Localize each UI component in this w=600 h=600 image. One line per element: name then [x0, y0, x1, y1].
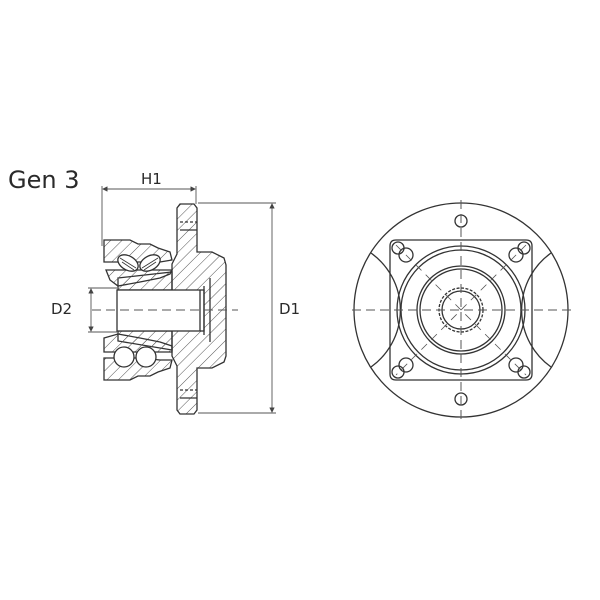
rollers-upper	[117, 254, 161, 272]
bolt-hole	[398, 247, 414, 263]
bolt-hole	[508, 357, 524, 373]
bolt-hole	[398, 357, 414, 373]
balls-lower	[113, 346, 157, 368]
d2-label: D2	[51, 300, 73, 318]
h1-label: H1	[141, 170, 162, 188]
square-plate	[389, 239, 533, 381]
section-view	[92, 203, 238, 415]
bolt-hole	[508, 247, 524, 263]
d1-label: D1	[279, 300, 301, 318]
outer-ring-upper	[103, 239, 173, 263]
front-view	[352, 200, 572, 420]
diagram-title: Gen 3	[8, 166, 80, 194]
dimension-lines	[88, 186, 276, 414]
inner-ring-upper	[105, 269, 174, 287]
